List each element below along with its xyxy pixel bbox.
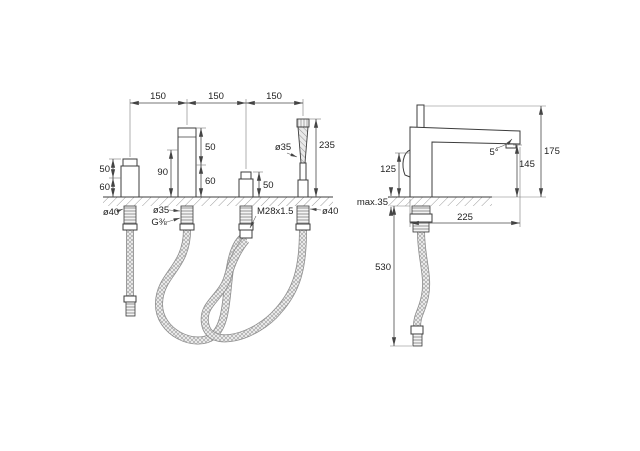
label-valve-tail-dia: ø40	[103, 207, 119, 218]
dim-label-body-height: 125	[380, 164, 396, 175]
diverter-valve	[238, 171, 254, 239]
dim-top-spacings: 150 150 150	[129, 91, 304, 169]
dim-label-handshower-dia: ø35	[275, 142, 291, 153]
hose-end-thread	[125, 301, 136, 317]
diverter-tail	[239, 205, 253, 225]
spout-nut	[179, 223, 195, 231]
diverter-body	[238, 178, 254, 198]
side-view: 5° 175 145 125 max.35	[357, 104, 560, 347]
spout-front	[177, 127, 197, 231]
left-valve-nut	[122, 223, 138, 231]
spout-body	[177, 127, 197, 198]
dim-label-spout-upper: 50	[205, 142, 216, 153]
dim-hose-length: 530	[375, 205, 412, 347]
mounting-deck-front	[103, 196, 333, 206]
dim-spout-outlet-height: 145	[513, 144, 535, 197]
dim-spout-reach: 225	[409, 147, 521, 227]
handshower-handle	[297, 126, 309, 164]
deck-hatch-side	[388, 197, 492, 206]
dim-label-handshower-height: 235	[319, 140, 335, 151]
dim-label-spacing-1: 150	[150, 91, 166, 102]
left-valve-cap	[122, 158, 138, 167]
dim-label-valve-lower: 60	[99, 182, 110, 193]
lever-handle	[416, 104, 425, 129]
spout-tail	[180, 205, 194, 225]
label-diverter-connection: M28x1.5	[257, 206, 293, 217]
dim-label-total-height: 175	[544, 146, 560, 157]
dim-label-spacing-2: 150	[208, 91, 224, 102]
hose-end-nut	[123, 295, 137, 303]
hose-handshower	[200, 229, 307, 343]
dim-body-height: 125	[380, 152, 410, 197]
dim-left-valve: 50 60	[99, 158, 121, 197]
handshower-tail	[296, 205, 310, 225]
diverter-knob	[240, 171, 252, 180]
dim-label-spout-lower: 60	[205, 176, 216, 187]
label-spout-tail-thread: G⅜	[151, 217, 166, 228]
dim-label-spout-reach: 225	[457, 212, 473, 223]
side-tail-thread-lower	[412, 221, 430, 233]
left-valve	[120, 158, 140, 231]
dim-label-diverter-height: 50	[263, 180, 274, 191]
side-mounting-nut	[409, 213, 433, 223]
dim-label-deck-thickness: max.35	[357, 197, 388, 208]
side-hose	[410, 231, 431, 347]
dim-total-height: 175	[424, 105, 560, 198]
side-hose-nut	[410, 325, 424, 335]
mounting-deck-side	[388, 196, 492, 206]
handshower-stem	[299, 162, 307, 181]
deck-hatch	[103, 197, 333, 206]
dim-deck-thickness: max.35	[357, 187, 394, 216]
dim-label-valve-upper: 50	[99, 164, 110, 175]
side-hose-thread	[412, 333, 423, 347]
handshower-head	[296, 118, 310, 128]
left-valve-body	[120, 165, 140, 198]
dim-label-spacing-3: 150	[266, 91, 282, 102]
dim-label-spout-outlet-height: 145	[519, 159, 535, 170]
label-handshower-tail-dia: ø40	[322, 206, 338, 217]
handshower-nut	[295, 223, 311, 231]
diverter-hose-nut	[239, 229, 253, 239]
front-view: 150 150 150 50 60 90 50 60	[99, 91, 338, 345]
hose-left-supply	[123, 230, 137, 317]
labels-below-deck: ø40 ø35 G⅜ M28x1.5 ø40	[103, 205, 338, 229]
dim-label-spout-height: 90	[157, 167, 168, 178]
side-tail-thread-upper	[411, 205, 431, 215]
dim-label-hose-length: 530	[375, 262, 391, 273]
hand-shower	[295, 118, 311, 231]
dim-spout: 90 50 60	[157, 127, 216, 197]
body-and-spout	[409, 126, 521, 198]
dim-label-spout-angle: 5°	[489, 147, 498, 158]
dim-handshower: ø35 235	[275, 118, 335, 197]
dim-diverter: 50	[253, 171, 274, 197]
dim-spout-angle: 5°	[489, 138, 513, 158]
handshower-holder	[297, 179, 309, 198]
left-valve-tail	[123, 205, 137, 225]
diverter-nut	[238, 223, 254, 231]
label-spout-tail-dia: ø35	[153, 205, 169, 216]
body-contour	[402, 149, 411, 178]
aerator-outlet	[505, 143, 517, 149]
